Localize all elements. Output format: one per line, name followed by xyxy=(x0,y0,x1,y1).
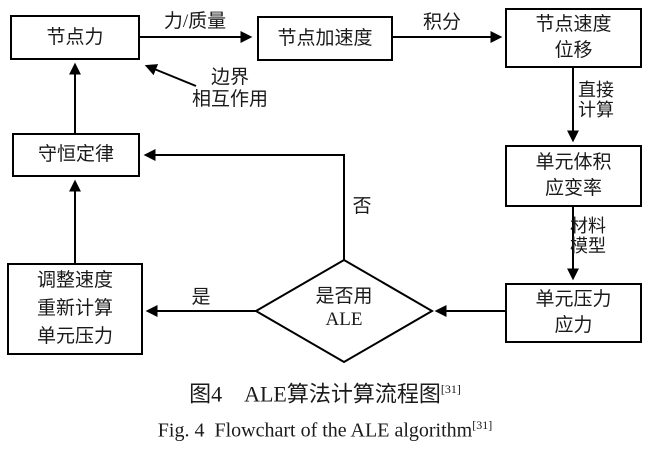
figure-caption-chinese-ref: [31] xyxy=(440,382,461,396)
decision-use-ale-label: 是否用 ALE xyxy=(315,286,373,330)
figure-caption: 图4 ALE算法计算流程图[31] Fig. 4 Flowchart of th… xyxy=(0,373,650,446)
decision-diamond-shape xyxy=(254,258,434,364)
arrow-decision-no-to-conservation xyxy=(143,149,345,260)
edge-label-force-over-mass: 力/质量 xyxy=(163,11,227,32)
node-conservation-law: 守恒定律 xyxy=(12,133,140,177)
edge-label-integration: 积分 xyxy=(422,12,461,33)
node-element-pressure-stress: 单元压力 应力 xyxy=(505,283,642,343)
node-nodal-force: 节点力 xyxy=(10,15,140,60)
edge-label-yes: 是 xyxy=(191,287,211,308)
node-nodal-acceleration: 节点加速度 xyxy=(257,16,393,61)
edge-label-material-model: 材料 模型 xyxy=(570,216,606,256)
arrow-boundary-to-force xyxy=(144,64,197,87)
figure-caption-english-ref: [31] xyxy=(472,418,493,433)
figure-caption-chinese: 图4 ALE算法计算流程图[31] xyxy=(0,373,650,410)
figure-caption-english-text: Fig. 4 Flowchart of the ALE algorithm xyxy=(157,419,473,442)
node-element-volume-strain-rate: 单元体积 应变率 xyxy=(505,145,642,207)
figure-caption-chinese-text: 图4 ALE算法计算流程图 xyxy=(189,381,441,407)
edge-label-no: 否 xyxy=(352,196,372,217)
figure-caption-english: Fig. 4 Flowchart of the ALE algorithm[31… xyxy=(0,410,650,446)
node-nodal-velocity-displacement: 节点速度 位移 xyxy=(505,8,642,68)
edge-label-direct-calculation: 直接 计算 xyxy=(578,80,614,120)
node-adjust-velocity-recompute-pressure: 调整速度 重新计算 单元压力 xyxy=(7,263,143,355)
edge-label-boundary-interaction: 边界 相互作用 xyxy=(191,67,268,110)
